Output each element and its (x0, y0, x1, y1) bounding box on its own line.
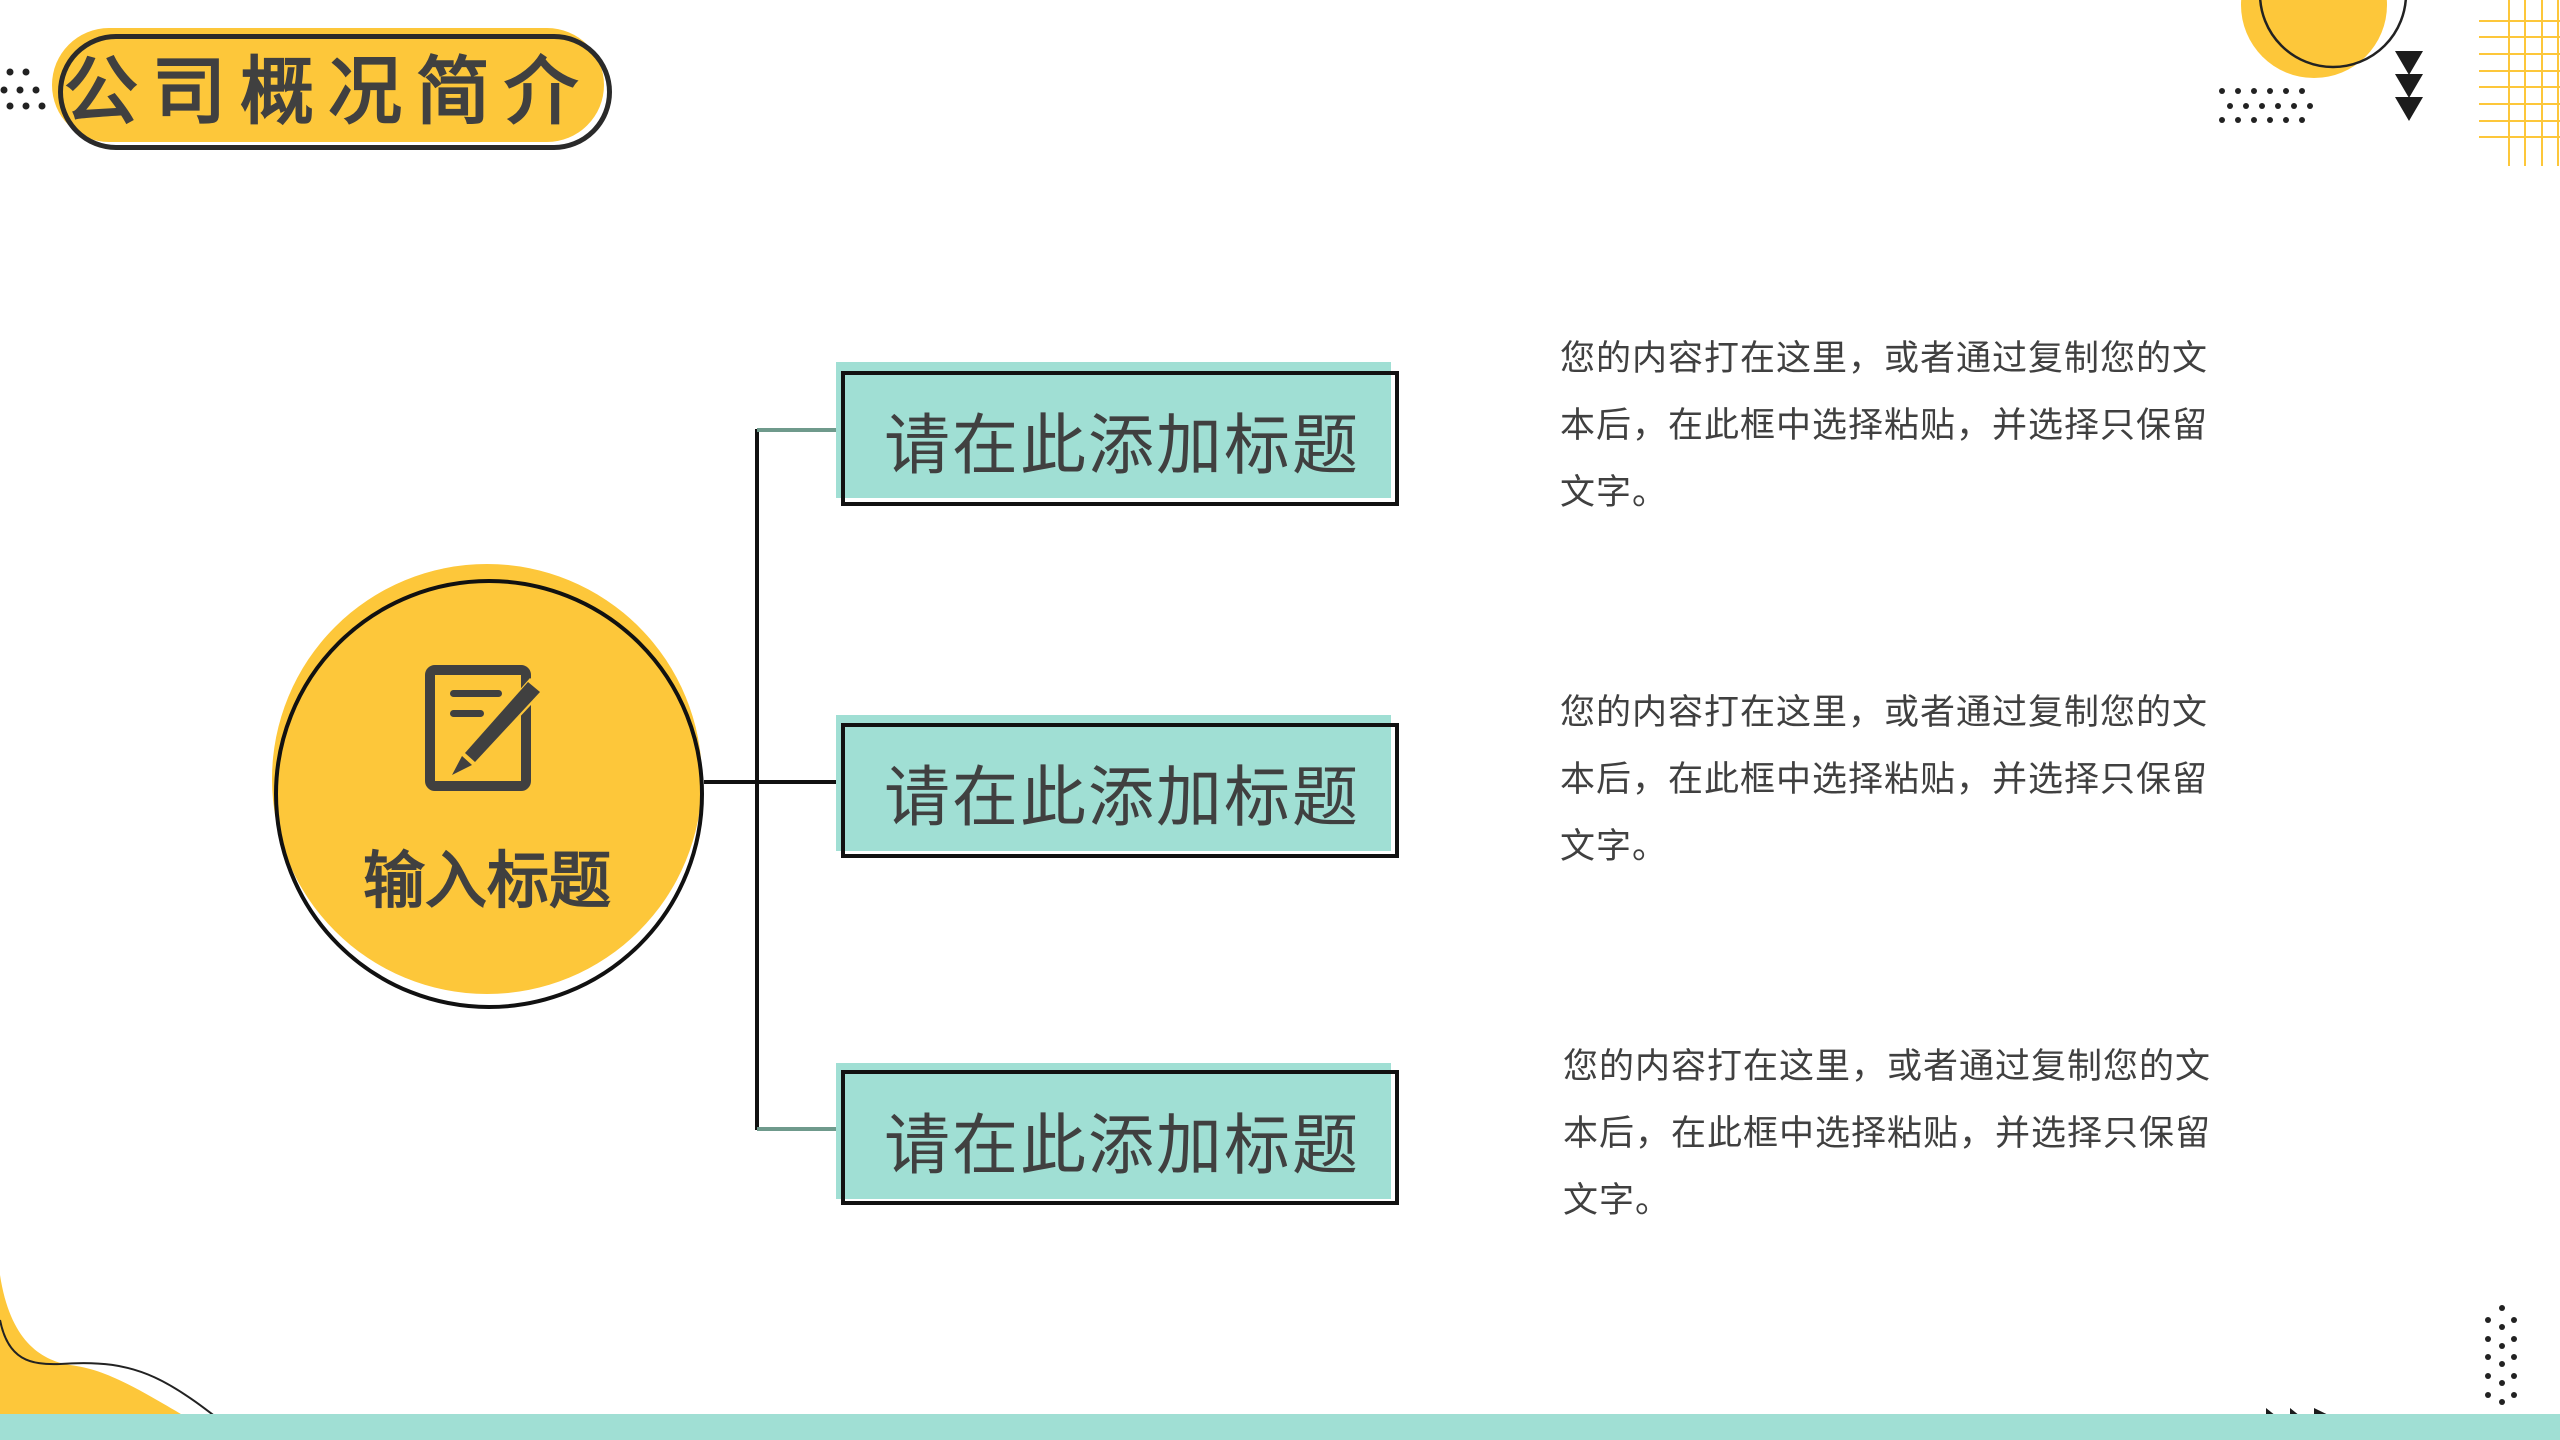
item-text-3: 您的内容打在这里，或者通过复制您的文本后，在此框中选择粘贴，并选择只保留文字。 (1563, 1047, 2212, 1221)
yellow-circle-top-right (2241, 0, 2387, 78)
edit-document-icon (425, 665, 545, 791)
page-title: 公司概况简介 (64, 48, 592, 135)
title-box-2 (836, 715, 1391, 851)
title-pill (52, 28, 604, 142)
outline-circle-top-right (2259, 0, 2407, 69)
yellow-blob-bottom-left (0, 1275, 225, 1440)
center-circle-fill (272, 564, 702, 994)
center-circle-outline (274, 579, 704, 1009)
title-box-1-outline (841, 371, 1399, 506)
dots-top-right (2219, 88, 2313, 123)
item-title-2: 请在此添加标题 (884, 759, 1360, 836)
title-box-3-outline (841, 1070, 1399, 1205)
item-text-2: 您的内容打在这里，或者通过复制您的文本后，在此框中选择粘贴，并选择只保留文字。 (1560, 693, 2209, 867)
item-title-3: 请在此添加标题 (884, 1107, 1360, 1184)
bottom-bar (0, 1414, 2560, 1440)
dots-bottom-right (2485, 1305, 2517, 1405)
item-text-1: 您的内容打在这里，或者通过复制您的文本后，在此框中选择粘贴，并选择只保留文字。 (1560, 339, 2209, 513)
title-pill-outline (58, 34, 612, 150)
center-label: 输入标题 (362, 844, 611, 917)
grid-pattern (2479, 0, 2560, 166)
dots-top-left (0, 68, 46, 110)
item-title-1: 请在此添加标题 (884, 407, 1360, 484)
title-box-2-outline (841, 723, 1399, 858)
triangles-down-icon (2395, 51, 2423, 121)
curve-line-bottom-left (0, 1319, 246, 1440)
title-box-1 (836, 362, 1391, 498)
title-box-3 (836, 1063, 1391, 1199)
